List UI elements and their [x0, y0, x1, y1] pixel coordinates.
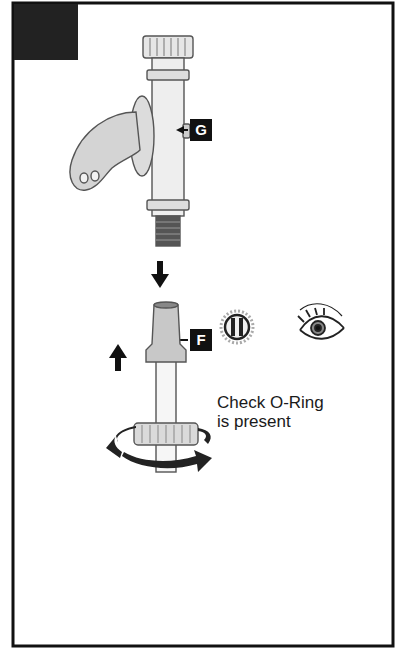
- callout-letter: F: [190, 329, 212, 351]
- step-block: [14, 4, 78, 60]
- hose-fitting: [134, 302, 198, 472]
- eye-icon: [298, 304, 344, 339]
- valve-body: [70, 36, 193, 246]
- frame: [13, 3, 393, 646]
- direction-arrow: [109, 344, 127, 371]
- callout-letter: G: [190, 119, 212, 141]
- direction-arrow: [151, 261, 169, 288]
- rotation-arrow: [106, 426, 212, 472]
- o-ring-icon: [221, 311, 253, 343]
- note-text: Check O-Ring is present: [217, 393, 337, 431]
